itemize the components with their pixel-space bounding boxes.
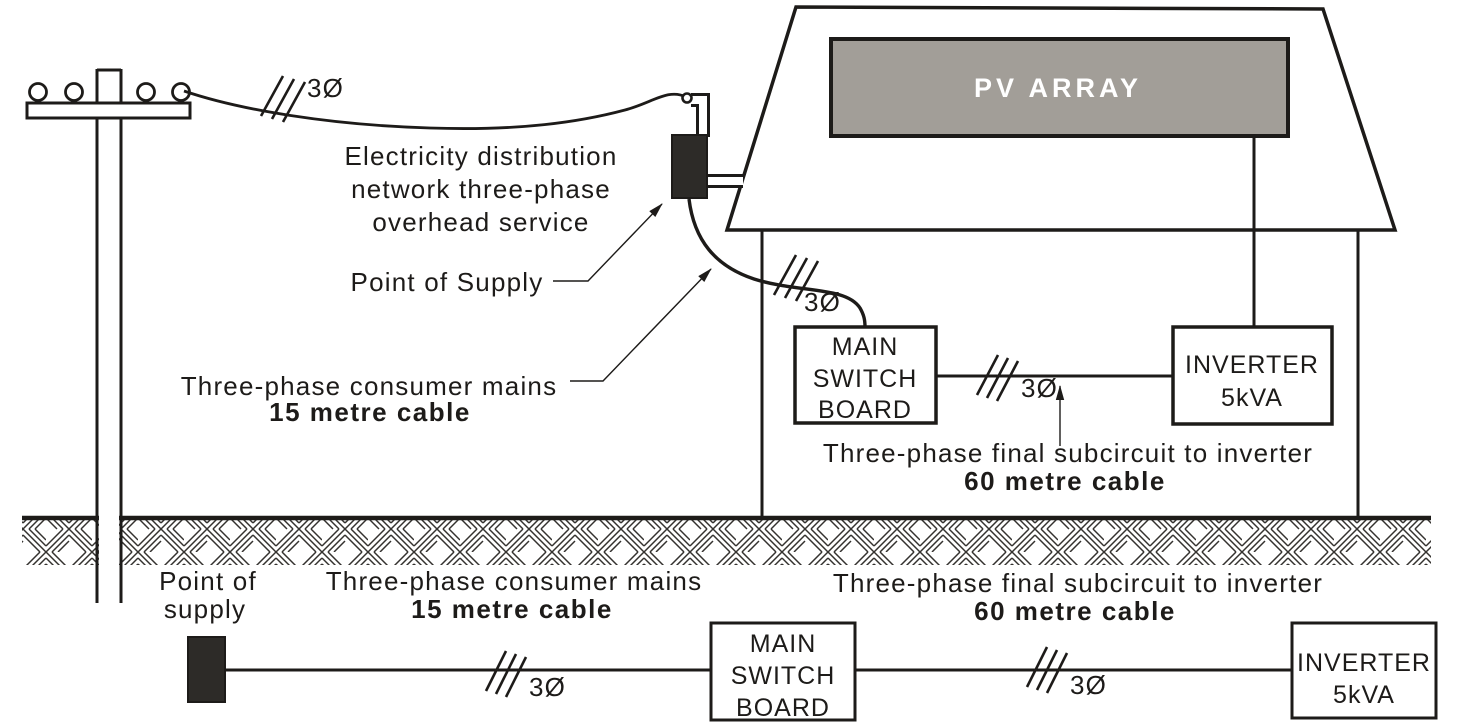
schematic-consumer-mains-length: 15 metre cable <box>411 594 613 624</box>
consumer-mains-leader <box>570 268 712 382</box>
inverter-box <box>1171 325 1334 426</box>
phase-label-consumer-mains: 3Ø <box>804 287 841 317</box>
phase-tick <box>794 260 820 302</box>
phase-tick <box>281 81 307 123</box>
service-conduit-inner <box>691 96 707 137</box>
service-label-line3: overhead service <box>372 207 589 237</box>
consumer-mains-length-label: 15 metre cable <box>269 397 471 427</box>
phase-tick <box>259 75 285 117</box>
phase-tick <box>772 254 798 296</box>
point-of-supply-leader <box>553 203 663 282</box>
msb-box <box>793 325 938 425</box>
schematic-msb-label: SWITCH <box>731 662 836 690</box>
service-label-line1: Electricity distribution <box>345 141 618 171</box>
msb-label: BOARD <box>818 396 912 424</box>
phase-ticks-schematic-mains <box>484 650 528 698</box>
ground <box>22 515 1431 565</box>
phase-tick <box>270 78 296 120</box>
schematic-pos-label-line2: supply <box>164 594 246 624</box>
phase-tick <box>1035 649 1059 691</box>
schematic: Point of supply Three-phase consumer mai… <box>159 566 1438 722</box>
phase-ticks-consumer-mains <box>772 254 820 302</box>
phase-tick <box>995 360 1020 402</box>
pole-body <box>99 70 119 603</box>
schematic-inverter-label: INVERTER <box>1297 649 1431 677</box>
phase-label-overhead: 3Ø <box>307 73 344 103</box>
ground-hatch <box>22 519 1431 565</box>
utility-pole <box>25 68 192 603</box>
phase-ticks-subcircuit <box>975 354 1020 402</box>
subcircuit-length-label: 60 metre cable <box>964 466 1166 496</box>
schematic-main-switchboard: MAIN SWITCH BOARD <box>709 621 857 722</box>
pv-array <box>829 37 1290 138</box>
schematic-inverter-rating-label: 5kVA <box>1333 681 1395 709</box>
phase-label-subcircuit: 3Ø <box>1021 373 1058 403</box>
pv-array-label: PV ARRAY <box>974 73 1142 103</box>
insulator <box>64 82 84 102</box>
phase-tick <box>1025 646 1049 688</box>
schematic-pos-label-line1: Point of <box>159 566 257 596</box>
phase-tick <box>494 653 518 695</box>
point-of-supply-label: Point of Supply <box>351 267 544 297</box>
schematic-msb-box <box>709 621 857 722</box>
schematic-subcircuit-length: 60 metre cable <box>974 596 1176 626</box>
phase-tick <box>783 257 809 299</box>
schematic-point-of-supply-box <box>187 636 226 703</box>
insulator <box>136 82 156 102</box>
overhead-service-wire <box>183 89 687 130</box>
service-label-line2: network three-phase <box>351 174 611 204</box>
subcircuit-label: Three-phase final subcircuit to inverter <box>823 438 1313 468</box>
phase-tick <box>504 656 528 698</box>
phase-tick <box>975 354 1000 396</box>
phase-ticks-schematic-subcircuit <box>1025 646 1069 694</box>
phase-ticks-overhead <box>259 75 307 123</box>
consumer-mains-label: Three-phase consumer mains <box>181 371 558 401</box>
schematic-subcircuit-label: Three-phase final subcircuit to inverter <box>833 568 1323 598</box>
pole-outline <box>95 68 123 603</box>
main-switchboard-house: MAIN SWITCH BOARD <box>793 325 938 425</box>
inverter-rating-label: 5kVA <box>1221 384 1283 412</box>
phase-tick <box>484 650 508 692</box>
msb-label: MAIN <box>832 333 899 361</box>
insulator <box>28 82 48 102</box>
phase-label-schematic-mains: 3Ø <box>529 672 566 702</box>
point-of-supply-box <box>671 134 708 199</box>
inverter-label: INVERTER <box>1185 351 1319 379</box>
phase-tick <box>1045 652 1069 694</box>
annotations: Electricity distribution network three-p… <box>181 141 712 427</box>
phase-tick <box>985 357 1010 399</box>
service-connection <box>671 92 743 199</box>
schematic-inverter-box <box>1290 621 1438 720</box>
schematic-msb-label: MAIN <box>750 630 817 658</box>
schematic-msb-label: BOARD <box>736 694 830 722</box>
phase-label-schematic-subcircuit: 3Ø <box>1070 670 1107 700</box>
crossarm <box>25 101 192 120</box>
schematic-inverter: INVERTER 5kVA <box>1290 621 1438 720</box>
house: PV ARRAY <box>724 5 1398 518</box>
schematic-consumer-mains-label: Three-phase consumer mains <box>326 566 703 596</box>
msb-label: SWITCH <box>813 365 918 393</box>
service-attachment-insulator <box>681 92 693 104</box>
inverter-house: INVERTER 5kVA <box>1171 325 1334 426</box>
